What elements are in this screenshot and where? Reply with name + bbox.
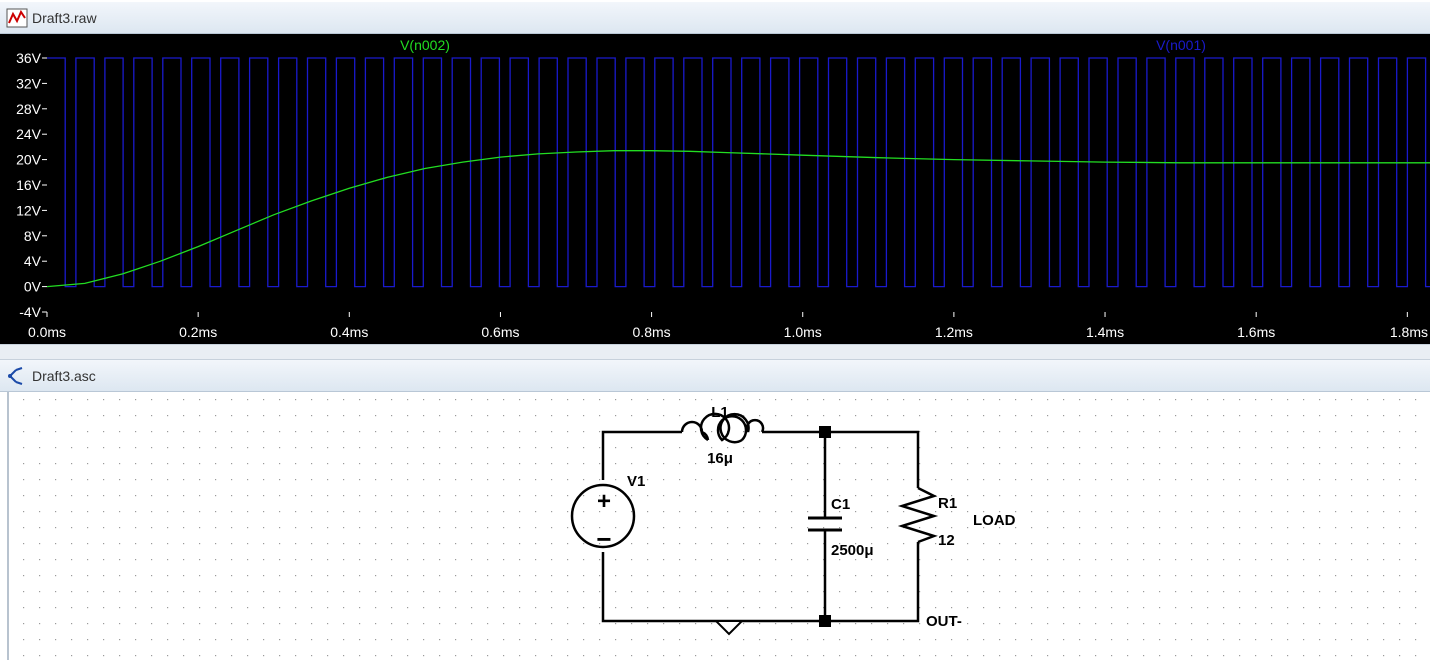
ground-symbol[interactable] xyxy=(713,620,745,636)
x-tick-label: 0.6ms xyxy=(481,324,519,340)
v1-label: V1 xyxy=(627,473,645,490)
c1-value: 2500μ xyxy=(831,542,874,559)
x-tick-label: 1.8ms xyxy=(1390,324,1428,340)
y-tick-label: 32V xyxy=(16,75,42,91)
x-tick-label: 0.0ms xyxy=(28,324,66,340)
waveform-window-title: Draft3.raw xyxy=(32,10,97,26)
y-tick-label: 4V xyxy=(24,253,42,269)
voltage-source-v1[interactable]: + − xyxy=(570,483,636,554)
junction-top xyxy=(819,426,831,438)
x-tick-label: 0.4ms xyxy=(330,324,368,340)
r1-value: 12 xyxy=(938,532,955,549)
junction-bottom xyxy=(819,615,831,627)
v1-minus-sign: − xyxy=(596,524,611,554)
x-tick-label: 1.2ms xyxy=(935,324,973,340)
x-tick-label: 1.6ms xyxy=(1237,324,1275,340)
v1-plus-sign: + xyxy=(597,488,611,515)
x-axis: 0.0ms 0.2ms 0.4ms 0.6ms 0.8ms 1.0ms 1.2ms 1.4ms… xyxy=(28,312,1428,340)
schematic-wires[interactable] xyxy=(601,430,920,623)
y-tick-label: 28V xyxy=(16,101,42,117)
plot-background xyxy=(0,34,1430,344)
y-tick-label: 36V xyxy=(16,50,42,66)
schematic-window-title: Draft3.asc xyxy=(32,368,96,384)
waveform-icon xyxy=(6,8,28,28)
l1-value: 16μ xyxy=(707,450,733,467)
schematic-canvas[interactable]: + − V1 L1 16μ C1 2500μ R1 12 LOAD OUT- xyxy=(0,392,1430,660)
c1-label: C1 xyxy=(831,496,850,513)
waveform-plot[interactable]: 36V 32V 28V 24V 20V 16V 12V 8V 4V 0V -4V 0.0ms 0.2m… xyxy=(0,34,1430,344)
y-tick-label: -4V xyxy=(19,304,41,320)
legend-v-n002[interactable]: V(n002) xyxy=(400,37,450,53)
legend-v-n001[interactable]: V(n001) xyxy=(1156,37,1206,53)
net-label-load[interactable]: LOAD xyxy=(973,512,1016,529)
y-tick-label: 24V xyxy=(16,126,42,142)
plot-traces xyxy=(46,57,1430,288)
trace-v-n001[interactable] xyxy=(47,57,1430,288)
y-tick-label: 0V xyxy=(24,279,42,295)
net-label-out[interactable]: OUT- xyxy=(926,613,962,630)
schematic-icon xyxy=(8,367,23,385)
x-tick-label: 0.2ms xyxy=(179,324,217,340)
pane-splitter[interactable] xyxy=(0,344,1430,360)
schematic-window-titlebar[interactable]: Draft3.asc xyxy=(0,360,1430,392)
y-tick-label: 8V xyxy=(24,228,42,244)
x-tick-label: 1.4ms xyxy=(1086,324,1124,340)
trace-v-n002[interactable] xyxy=(46,150,1430,288)
capacitor-c1[interactable] xyxy=(808,516,842,532)
waveform-window-titlebar[interactable]: Draft3.raw xyxy=(0,2,1430,34)
y-tick-label: 12V xyxy=(16,202,42,218)
y-tick-label: 16V xyxy=(16,177,42,193)
r1-label: R1 xyxy=(938,495,957,512)
l1-label: L1 xyxy=(711,404,729,421)
y-tick-label: 20V xyxy=(16,152,42,168)
resistor-r1[interactable] xyxy=(897,486,939,544)
x-tick-label: 0.8ms xyxy=(633,324,671,340)
y-axis: 36V 32V 28V 24V 20V 16V 12V 8V 4V 0V -4V xyxy=(16,50,47,320)
inductor-l1[interactable] xyxy=(680,412,765,444)
x-tick-label: 1.0ms xyxy=(784,324,822,340)
